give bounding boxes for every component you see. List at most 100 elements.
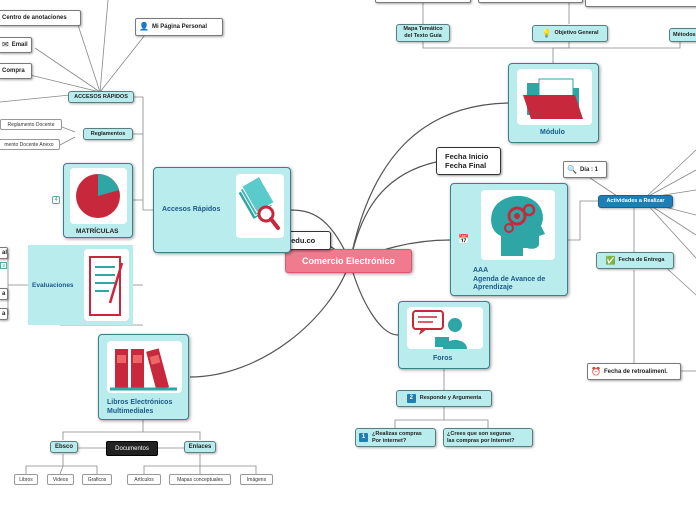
pregunta-2-node[interactable]: ¿Crees que son seguras las compras por I… (443, 428, 533, 447)
evaluaciones-side-label-2: a (2, 291, 6, 297)
libros-label-line2: Multimediales (107, 408, 154, 415)
libros-label: Libros Electrónicos Multimediales (107, 398, 172, 416)
pregunta-1-text: ¿Realizas compras Por internet? (372, 431, 422, 445)
mapa-tematico-label-1: Mapa Temático (403, 26, 443, 32)
metodos-node[interactable]: Métodos (669, 28, 696, 42)
reglamento-docente-item[interactable]: Reglamento Docente (0, 119, 62, 130)
compra-label: Compra (2, 68, 25, 74)
mapa-tematico-label-2: del Texto Guía (404, 33, 442, 39)
root-node[interactable]: Comercio Electrónico (285, 249, 412, 273)
libros-label-line1: Libros Electrónicos (107, 399, 173, 406)
fecha-entrega-node[interactable]: ✅ Fecha de Entrega (596, 252, 674, 269)
evaluaciones-side-badge: 3 (0, 262, 7, 269)
mapas-conceptuales-item[interactable]: Mapas conceptuales (169, 474, 231, 485)
enlaces-label: Enlaces (188, 443, 212, 450)
actividades-realizar-node[interactable]: Actividades a Realizar (598, 195, 673, 208)
documentos-node[interactable]: Documentos (106, 441, 158, 456)
top-cut-node-3[interactable] (585, 0, 696, 7)
mi-pagina-personal-label: Mi Página Personal (151, 24, 207, 30)
email-label: Email (11, 42, 28, 48)
reglamento-docente-anexo-item[interactable]: mento Docente Anexo (0, 139, 60, 150)
accesos-submenu-label: ACCESOS RÁPIDOS (74, 93, 128, 100)
fecha-retro-node[interactable]: ⏰ Fecha de retroalimenl. (587, 363, 681, 380)
email-item[interactable]: ✉ Email (0, 37, 32, 53)
mi-pagina-personal-item[interactable]: 👤 Mi Página Personal (135, 18, 223, 36)
modulo-label: Módulo (540, 129, 565, 136)
fecha-bubble[interactable]: Fecha Inicio Fecha Final (436, 147, 501, 175)
magnifier-icon: 🔍 (567, 164, 577, 174)
top-cut-node-1[interactable] (375, 0, 471, 3)
reglamentos-node[interactable]: Reglamentos (83, 128, 133, 140)
matriculas-label: MATRÍCULAS (76, 228, 119, 235)
evaluaciones-side-label-1: al (2, 250, 8, 256)
pregunta-1-node[interactable]: 1 ¿Realizas compras Por internet? (355, 428, 436, 447)
matriculas-badge-label: 4 (54, 197, 58, 203)
checkbox-icon: ✅ (605, 256, 616, 265)
accesos-rapidos-submenu[interactable]: ACCESOS RÁPIDOS (68, 91, 134, 103)
fecha-retro-label: Fecha de retroalimenl. (603, 368, 668, 375)
libros-item-label: Libros (19, 476, 33, 483)
person-icon: 👤 (139, 22, 149, 31)
pregunta-1-line2: Por internet? (372, 437, 407, 444)
articulos-item-label: Artículos (134, 476, 154, 483)
aaa-label-line3: Aprendizaje (473, 284, 513, 291)
responde-argumenta-node[interactable]: 2 Responde y Argumenta (396, 390, 492, 407)
centro-anotaciones-label: Centro de anotaciones (2, 15, 67, 21)
fecha-entrega-label: Fecha de Entrega (618, 257, 665, 263)
responde-argumenta-label: Responde y Argumenta (419, 395, 482, 401)
folder-icon (517, 69, 592, 125)
document-search-icon (236, 174, 284, 238)
fecha-inicio-label: Fecha Inicio (445, 152, 489, 161)
aaa-label: AAA Agenda de Avance de Aprendizaje (473, 267, 545, 293)
evaluaciones-side-item-2[interactable]: a (0, 288, 8, 300)
foros-node[interactable]: Foros (398, 301, 490, 369)
reglamento-docente-anexo-label: mento Docente Anexo (4, 141, 54, 148)
dia-node[interactable]: 🔍 Día : 1 (563, 161, 607, 178)
modulo-node[interactable]: Módulo (508, 63, 599, 143)
compra-item[interactable]: Compra (0, 63, 32, 79)
pregunta-1-line1: ¿Realizas compras (372, 430, 422, 437)
enlaces-node[interactable]: Enlaces (184, 441, 216, 453)
imagens-item-label: Imágens (246, 476, 267, 483)
dia-label: Día : 1 (579, 166, 598, 173)
pregunta-2-line2: las compras por Internet? (447, 437, 515, 444)
accesos-rapidos-node[interactable]: Accesos Rápidos (153, 167, 291, 253)
actividades-realizar-label: Actividades a Realizar (606, 198, 665, 204)
libros-item[interactable]: Libros (14, 474, 38, 485)
objetivo-general-label: Objetivo General (554, 30, 599, 36)
evaluaciones-side-item-1[interactable]: al (0, 247, 8, 259)
mapa-tematico-node[interactable]: Mapa Temático del Texto Guía (396, 24, 450, 42)
aaa-label-line1: AAA (473, 267, 489, 274)
aaa-node[interactable]: AAA Agenda de Avance de Aprendizaje (450, 183, 568, 296)
ebsco-label: Ebsco (54, 443, 73, 450)
objetivo-general-node[interactable]: 💡 Objetivo General (532, 25, 608, 42)
matriculas-node[interactable]: MATRÍCULAS (63, 163, 133, 238)
reglamentos-label: Reglamentos (90, 130, 126, 137)
pie-chart-icon (70, 168, 127, 224)
envelope-icon: ✉ (2, 40, 9, 49)
centro-anotaciones-item[interactable]: Centro de anotaciones (0, 10, 81, 26)
calendar-icon: 📅 (458, 234, 470, 244)
top-cut-node-2[interactable] (478, 0, 583, 3)
ebsco-node[interactable]: Ebsco (50, 441, 78, 453)
metodos-label: Métodos (673, 31, 696, 38)
articulos-item[interactable]: Artículos (127, 474, 161, 485)
chat-person-icon (407, 307, 483, 349)
videos-item[interactable]: Videos (47, 474, 74, 485)
checklist-icon (84, 249, 129, 321)
pregunta-1-badge: 1 (359, 433, 368, 442)
pregunta-2-line1: ¿Crees que son seguras (447, 430, 511, 437)
graficos-item[interactable]: Graficos (82, 474, 112, 485)
evaluaciones-side-label-3: a (2, 311, 6, 317)
evaluaciones-node[interactable]: Evaluaciones (28, 245, 133, 325)
clock-icon: ⏰ (591, 366, 601, 376)
brain-gears-icon (481, 190, 555, 260)
evaluaciones-side-badge-label: 3 (2, 263, 5, 268)
imagens-item[interactable]: Imágens (240, 474, 273, 485)
libros-electronicos-node[interactable]: Libros Electrónicos Multimediales (98, 334, 189, 420)
foros-label: Foros (433, 355, 453, 362)
lightbulb-icon: 💡 (541, 29, 552, 38)
graficos-item-label: Graficos (87, 476, 107, 483)
fecha-final-label: Fecha Final (445, 161, 487, 170)
evaluaciones-side-item-3[interactable]: a (0, 308, 8, 320)
